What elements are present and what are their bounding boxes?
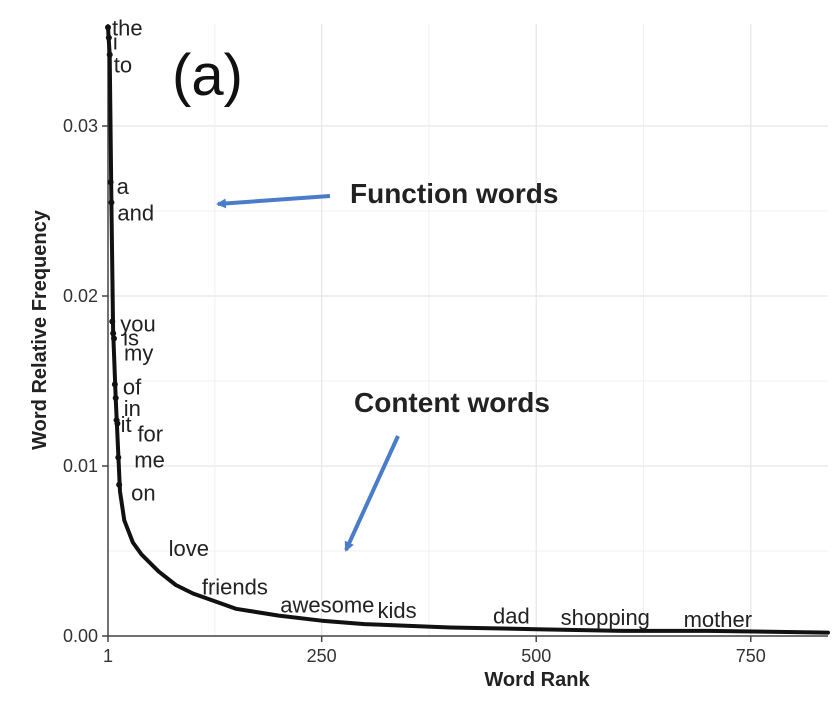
content-words-arrow <box>344 435 400 552</box>
data-point-the <box>105 24 111 31</box>
word-label-mother: mother <box>684 607 752 632</box>
word-label-my: my <box>124 341 153 366</box>
word-label-to: to <box>114 53 132 78</box>
word-label-kids: kids <box>377 598 416 623</box>
word-label-friends: friends <box>202 575 268 600</box>
y-tick-label: 0.00 <box>63 626 98 646</box>
data-point-a <box>107 179 114 186</box>
word-label-love: love <box>169 536 209 561</box>
content-words-annotation: Content words <box>354 387 550 418</box>
word-label-is: is <box>123 325 139 350</box>
data-point-i <box>105 34 112 41</box>
x-axis-title: Word Rank <box>484 669 590 691</box>
word-label-awesome: awesome <box>280 593 374 618</box>
data-point-for <box>114 420 121 427</box>
word-label-i: i <box>113 30 118 55</box>
y-tick-label: 0.03 <box>63 116 98 136</box>
data-point-of <box>111 381 118 388</box>
data-point-in <box>112 395 119 401</box>
y-tick-label: 0.02 <box>63 286 98 306</box>
function-words-arrow <box>216 194 331 209</box>
data-point-on <box>116 481 123 488</box>
axes-layer: 0.00 0.01 0.02 0.03 1 250 500 750 <box>63 24 828 666</box>
word-label-of: of <box>123 374 142 399</box>
y-tick-label: 0.01 <box>63 456 98 476</box>
word-label-me: me <box>134 448 165 473</box>
grid-layer <box>107 24 828 637</box>
data-points-layer <box>105 24 123 488</box>
word-label-it: it <box>121 412 132 437</box>
x-tick-label: 250 <box>307 646 337 666</box>
panel-label: (a) <box>172 43 243 108</box>
data-point-and <box>108 199 115 206</box>
word-label-a: a <box>117 174 130 199</box>
data-point-me <box>115 454 122 461</box>
word-label-shopping: shopping <box>561 605 650 630</box>
x-tick-label: 500 <box>521 646 551 666</box>
word-label-for: for <box>137 422 163 447</box>
function-words-annotation: Function words <box>350 178 558 209</box>
word-label-on: on <box>131 481 155 506</box>
y-axis-title: Word Relative Frequency <box>29 209 51 450</box>
data-point-to <box>106 51 113 58</box>
data-point-is <box>110 330 117 337</box>
frequency-curve <box>106 25 830 635</box>
x-tick-label: 1 <box>103 646 113 666</box>
word-label-and: and <box>117 201 154 226</box>
word-label-you: you <box>120 312 155 337</box>
data-curve-layer <box>106 25 830 635</box>
x-tick-label: 750 <box>736 646 766 666</box>
word-label-the: the <box>112 15 143 40</box>
data-point-my <box>111 335 118 342</box>
word-label-in: in <box>124 396 141 421</box>
data-point-you <box>109 318 116 325</box>
word-label-dad: dad <box>493 604 530 629</box>
